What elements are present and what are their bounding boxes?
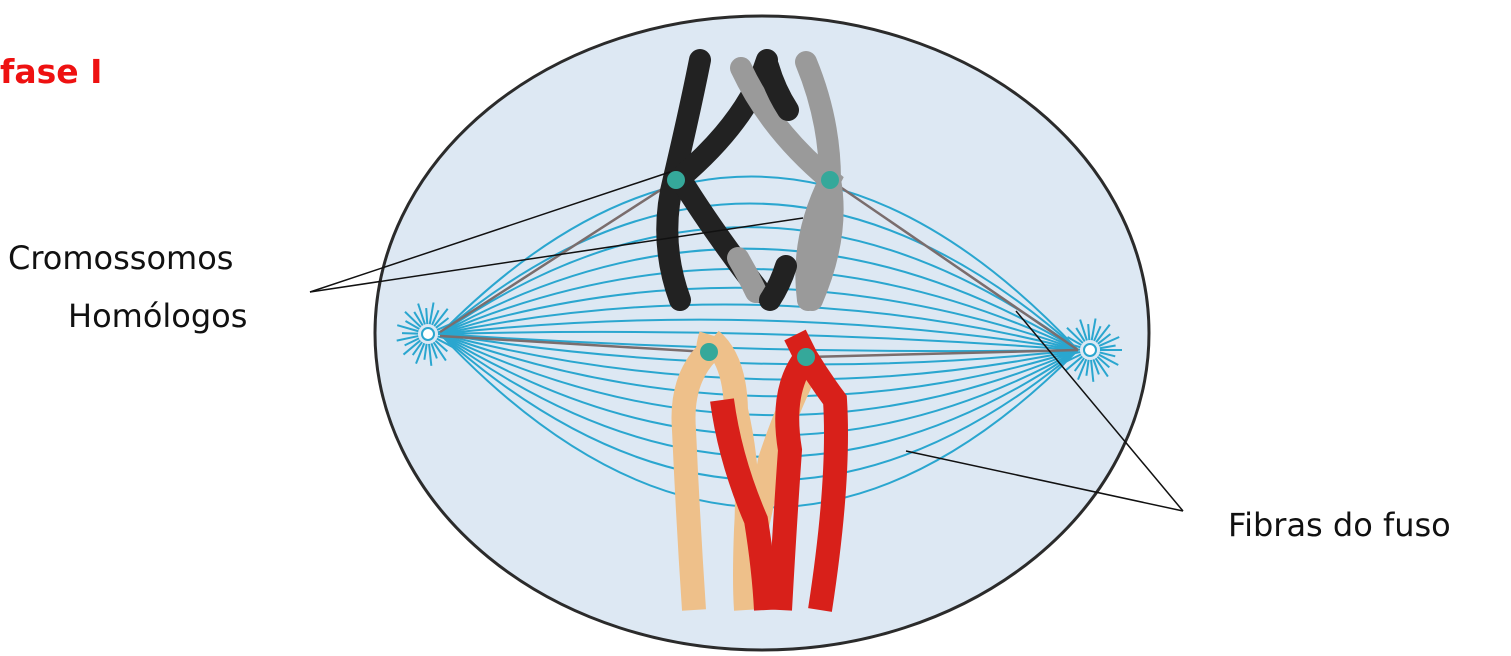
aster-ray xyxy=(1088,324,1089,340)
label-homologos: Homólogos xyxy=(68,294,247,338)
aster-ray xyxy=(426,308,427,324)
centrosome xyxy=(1084,344,1096,356)
label-cromossomos: Cromossomos xyxy=(8,236,233,280)
centromere-gray xyxy=(821,171,839,189)
centromere-red xyxy=(797,348,815,366)
centromere-black xyxy=(667,171,685,189)
label-fibras-do-fuso: Fibras do fuso xyxy=(1228,503,1451,547)
centrosome xyxy=(422,328,434,340)
centromere-tan xyxy=(700,343,718,361)
aster-ray xyxy=(402,333,418,334)
